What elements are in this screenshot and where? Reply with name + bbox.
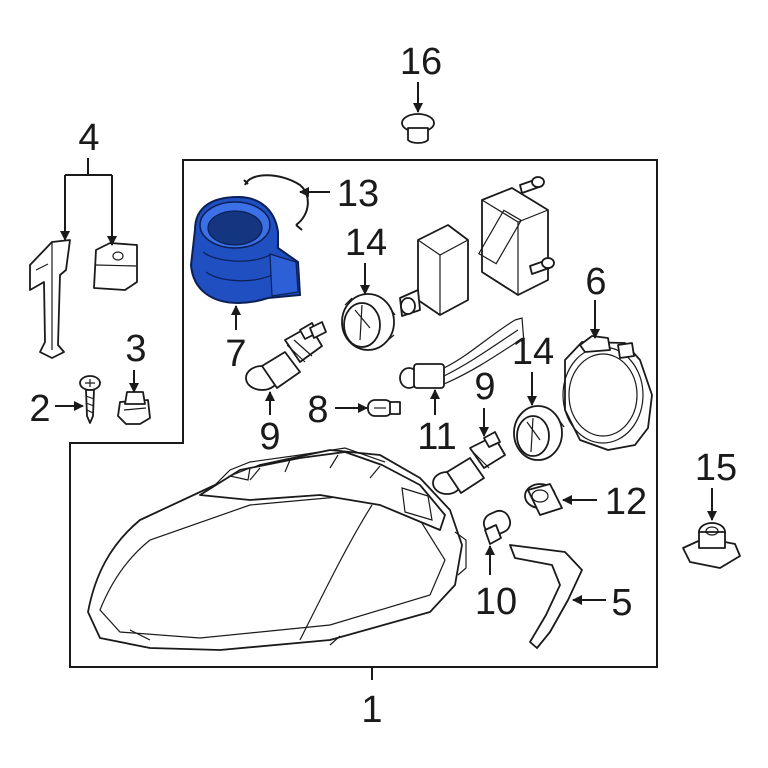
callout-11: 11 (417, 416, 456, 458)
trim-strip[interactable] (509, 544, 583, 649)
callout-14-left: 14 (345, 222, 387, 264)
small-wedge-bulb[interactable] (367, 399, 401, 417)
callout-2: 2 (29, 388, 50, 430)
module-screw-bottom[interactable] (529, 257, 555, 275)
callout-3: 3 (125, 328, 146, 370)
clip-nut[interactable] (117, 391, 151, 425)
callout-10: 10 (475, 581, 517, 623)
callout-labels: 1 2 3 4 5 6 7 8 9 9 10 11 12 13 14 14 15… (29, 41, 737, 731)
dust-cap-right[interactable] (513, 405, 565, 461)
callout-16: 16 (400, 41, 442, 83)
adjuster-ring[interactable] (562, 335, 653, 451)
callout-12: 12 (605, 481, 647, 523)
mounting-bracket-right[interactable] (93, 242, 138, 291)
callout-7: 7 (225, 333, 246, 375)
halogen-bulb-left[interactable] (245, 321, 327, 391)
bulb-access-cap-highlighted[interactable] (189, 195, 302, 305)
leveling-motor[interactable] (399, 224, 469, 317)
signal-bulb[interactable] (481, 508, 514, 545)
bulb-with-harness[interactable] (399, 317, 525, 389)
mounting-clip-nut[interactable] (682, 522, 741, 569)
mounting-bracket-left[interactable] (29, 239, 71, 359)
dust-cap-left[interactable] (341, 293, 396, 351)
callout-5: 5 (611, 582, 632, 624)
screw[interactable] (79, 375, 101, 424)
callout-15: 15 (695, 447, 737, 489)
callout-8: 8 (307, 389, 328, 431)
module-screw-top[interactable] (519, 176, 545, 194)
callout-6: 6 (585, 261, 606, 303)
callout-13: 13 (337, 173, 379, 215)
bulb-socket[interactable] (524, 483, 563, 516)
callout-9-right: 9 (474, 366, 495, 408)
halogen-bulb-right[interactable] (432, 431, 506, 495)
leader-lines (55, 82, 717, 680)
ballast-control-unit[interactable] (478, 187, 549, 296)
assembly-frame (69, 159, 658, 668)
callout-14-right: 14 (512, 331, 554, 373)
callout-4: 4 (78, 117, 99, 159)
retaining-wire-clip[interactable] (243, 174, 309, 231)
push-pin-retainer[interactable] (401, 113, 435, 144)
callout-9-left: 9 (259, 416, 280, 458)
callout-1: 1 (361, 689, 382, 731)
headlamp-housing[interactable] (87, 447, 467, 651)
